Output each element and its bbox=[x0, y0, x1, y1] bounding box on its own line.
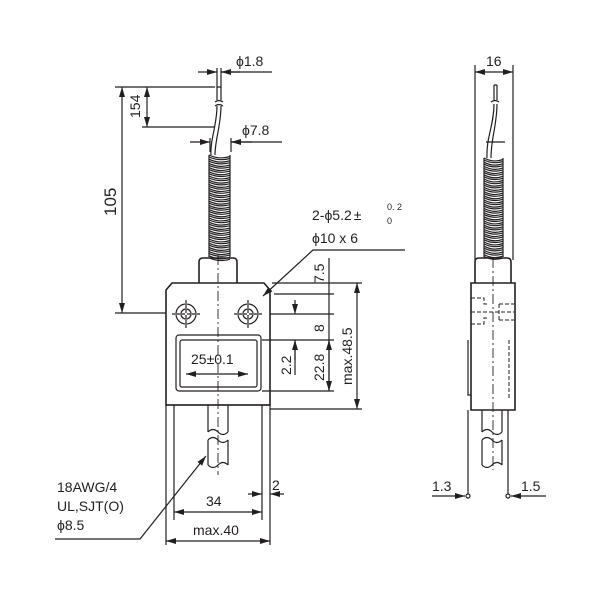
dimension-spring-diameter: ϕ7.8 bbox=[190, 122, 282, 152]
mounting-hole-left bbox=[172, 300, 200, 328]
dim-overall-length: 105 bbox=[101, 188, 120, 216]
cable-spec-line3: ϕ8.5 bbox=[57, 517, 85, 533]
tolerance-upper: 0. 2 bbox=[387, 202, 402, 212]
mounting-hole-callout: 2-ϕ5.2± 0. 2 0 ϕ10 x 6 bbox=[262, 202, 405, 297]
dim-strip-length: 154 bbox=[127, 94, 143, 118]
cable-spec-line2: UL,SJT(O) bbox=[57, 498, 124, 514]
dim-34: 34 bbox=[206, 493, 222, 509]
cable-spec-line1: 18AWG/4 bbox=[57, 479, 117, 495]
dimension-hole-pitch: 25±0.1 bbox=[186, 351, 248, 377]
side-view: 16 1.3 1.5 bbox=[432, 53, 546, 499]
hole-spec-line2: ϕ10 x 6 bbox=[312, 230, 358, 246]
actuator-wire bbox=[210, 86, 224, 156]
dim-spring-diameter: ϕ7.8 bbox=[242, 122, 270, 138]
cable bbox=[207, 405, 229, 469]
dim-7-5: 7.5 bbox=[311, 263, 327, 283]
dim-2-2: 2.2 bbox=[278, 355, 294, 375]
dim-22-8: 22.8 bbox=[311, 354, 327, 381]
dimension-strip-length: 154 bbox=[127, 86, 215, 128]
dimension-wire-diameter: ϕ1.8 bbox=[198, 53, 272, 88]
tolerance-lower: 0 bbox=[387, 216, 392, 226]
spring bbox=[208, 154, 231, 262]
dim-max-48-5: max.48.5 bbox=[339, 327, 355, 385]
dim-max-40: max.40 bbox=[193, 522, 239, 538]
recess-outer bbox=[175, 334, 262, 392]
side-dim-width: 16 bbox=[486, 53, 502, 69]
dim-2: 2 bbox=[272, 477, 280, 493]
side-dim-left: 1.3 bbox=[432, 478, 452, 494]
hole-spec-line1: 2-ϕ5.2± bbox=[312, 207, 362, 223]
dim-hole-pitch: 25±0.1 bbox=[191, 351, 234, 367]
dim-wire-diameter: ϕ1.8 bbox=[236, 53, 264, 69]
dim-8: 8 bbox=[311, 324, 327, 332]
side-body bbox=[470, 282, 516, 411]
dimension-bottom: 2 34 max.40 bbox=[166, 477, 284, 544]
dimension-overall-length: 105 bbox=[101, 86, 166, 314]
front-view bbox=[165, 86, 271, 545]
recess-inner bbox=[179, 339, 258, 388]
cable-spec-callout: 18AWG/4 UL,SJT(O) ϕ8.5 bbox=[55, 455, 207, 540]
mounting-hole-right bbox=[234, 300, 262, 328]
side-spring bbox=[483, 157, 504, 260]
side-dim-right: 1.5 bbox=[521, 478, 541, 494]
dimension-right-stack: 7.5 8 22.8 2.2 max.48.5 bbox=[262, 258, 362, 410]
